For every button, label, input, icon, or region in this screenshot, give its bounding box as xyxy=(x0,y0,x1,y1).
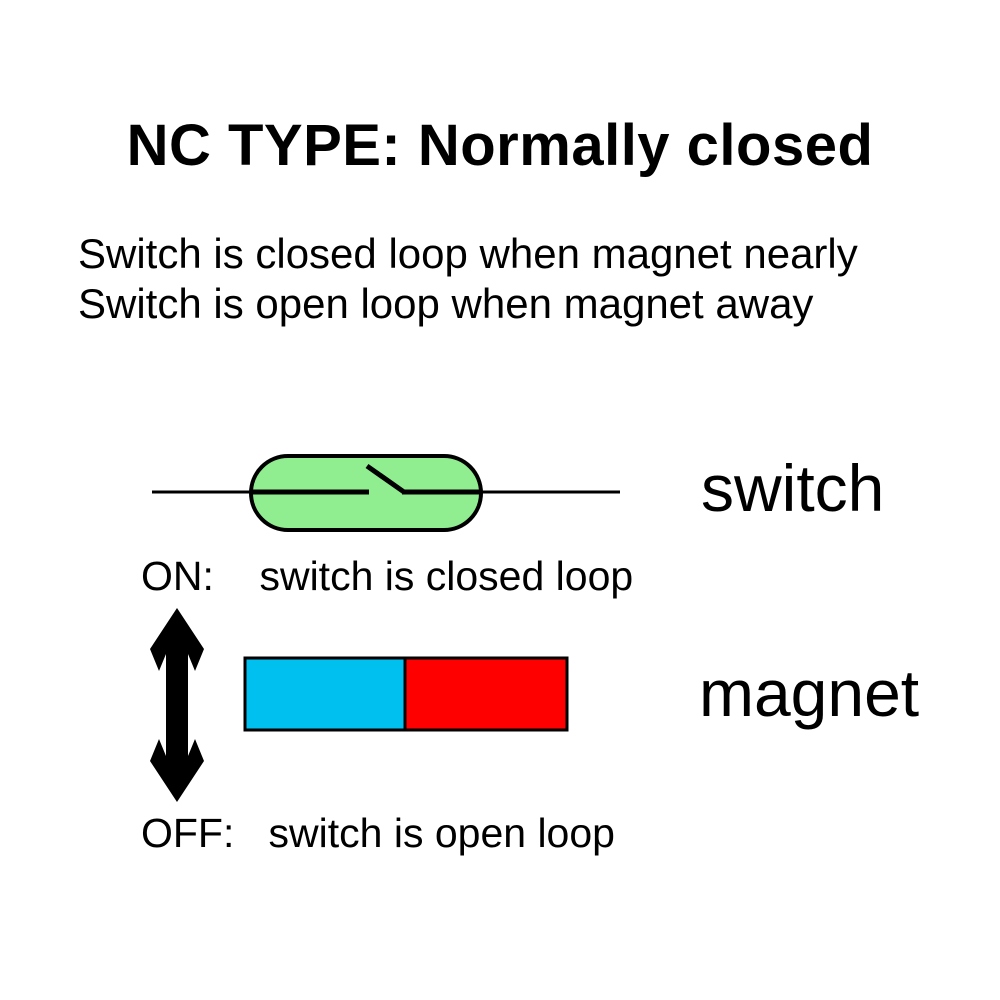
magnet-label: magnet xyxy=(699,656,920,730)
reed-contact-blade xyxy=(365,463,406,495)
description-line-1: Switch is closed loop when magnet nearly xyxy=(78,230,858,277)
off-state-text: OFF: switch is open loop xyxy=(141,810,615,856)
on-state-text: ON: switch is closed loop xyxy=(141,553,634,599)
switch-label: switch xyxy=(701,451,885,525)
page-title: NC TYPE: Normally closed xyxy=(126,113,874,178)
magnet-north-pole xyxy=(243,656,407,732)
description-line-2: Switch is open loop when magnet away xyxy=(78,280,814,327)
description-text: Switch is closed loop when magnet nearly… xyxy=(78,229,858,329)
vertical-double-arrow-icon xyxy=(150,608,204,802)
magnet-south-pole xyxy=(403,656,569,732)
